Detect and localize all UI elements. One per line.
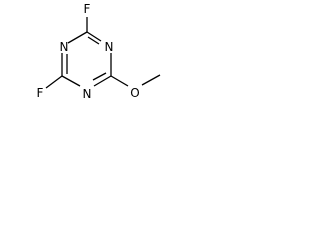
bond-o-methyl bbox=[141, 74, 161, 86]
bond-n-bottom-c-right bbox=[93, 75, 112, 87]
bond-c2-n-top-left bbox=[67, 31, 88, 44]
atom-n-top-right: N bbox=[105, 40, 114, 54]
bond-c2-n-top-right-double bbox=[87, 36, 100, 45]
bond-c-left-f-bottom bbox=[45, 75, 63, 89]
bond-c2-n-top-right bbox=[86, 31, 102, 42]
atom-o-methoxy: O bbox=[130, 86, 139, 100]
atom-labels: F N N F N O bbox=[37, 2, 140, 101]
bonds bbox=[45, 17, 161, 89]
atom-n-bottom: N bbox=[83, 87, 92, 101]
bond-c-left-n-bottom bbox=[61, 75, 81, 87]
atom-n-top-left: N bbox=[60, 40, 69, 54]
atom-f-bottom: F bbox=[37, 86, 44, 100]
structure-diagram: F N N F N O bbox=[37, 2, 161, 101]
bond-n-bottom-c-right-double bbox=[92, 72, 107, 81]
bond-c-right-o bbox=[110, 75, 129, 87]
atom-f-top: F bbox=[84, 2, 91, 16]
